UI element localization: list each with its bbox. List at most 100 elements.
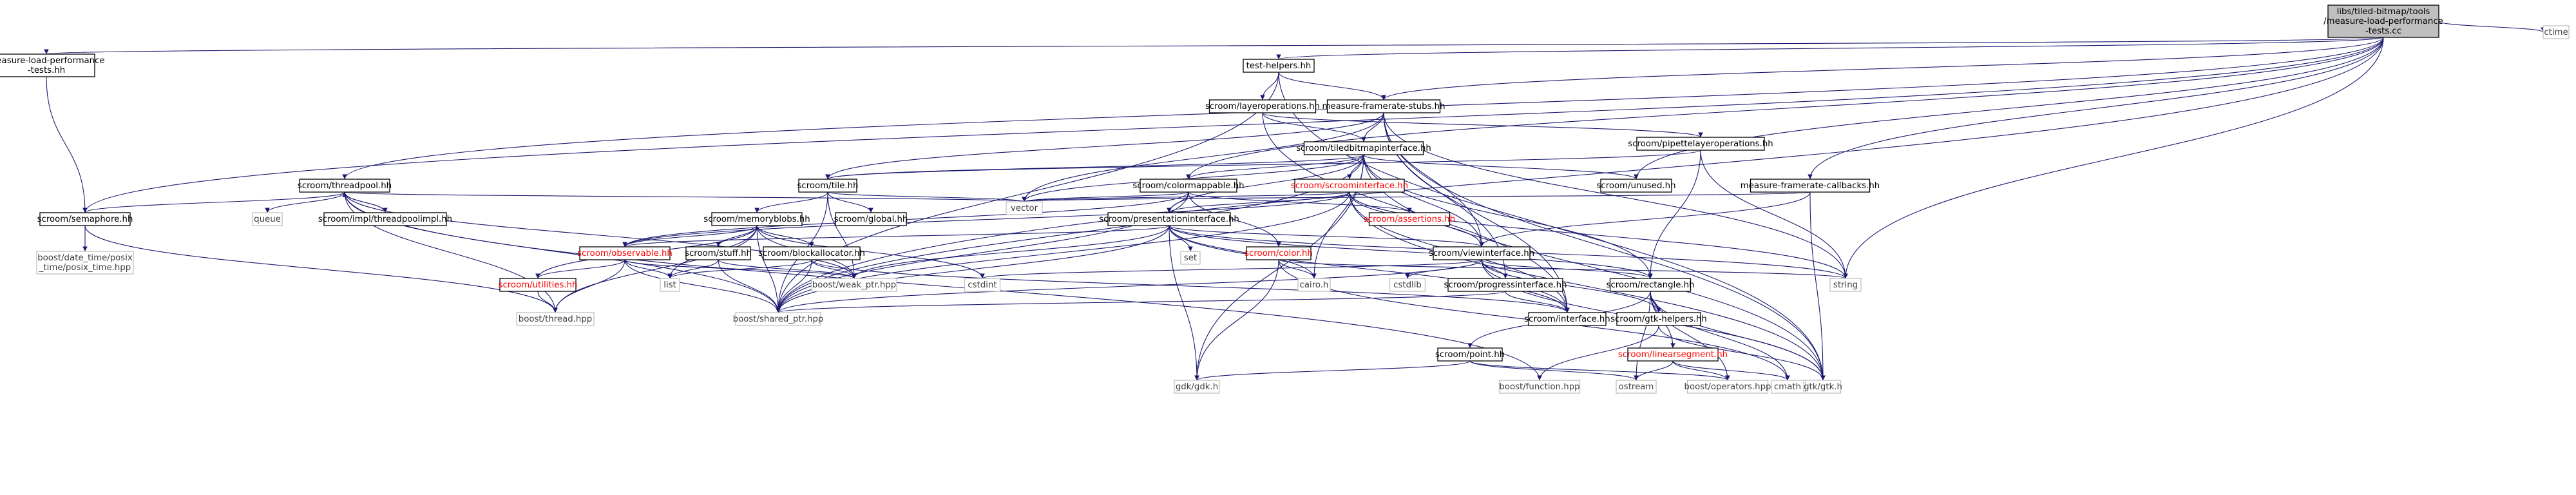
node-memoryblobs-box (711, 212, 803, 226)
edge-memoryblobs-to-thread (553, 225, 758, 313)
node-rectangle-label-0: scroom/rectangle.hh (1607, 280, 1695, 290)
edge-mlpt-to-semaphore (46, 76, 88, 213)
node-memoryblobs[interactable]: scroom/memoryblobs.hh (703, 212, 810, 226)
node-color[interactable]: scroom/color.hh (1245, 246, 1313, 260)
edge-observable-to-sharedptr (624, 259, 781, 313)
node-thread-box (516, 312, 595, 326)
edge-threadpool-to-vector (344, 191, 1026, 202)
edge-presentation-to-viewinterface (1169, 225, 1484, 248)
node-observable-label-0: scroom/observable.hh (577, 249, 673, 258)
edge-rectangle-to-gtk (1650, 291, 1826, 381)
node-unused[interactable]: scroom/unused.hh (1596, 179, 1676, 193)
node-presentation[interactable]: scroom/presentationinterface.hh (1099, 212, 1239, 226)
edge-rectangle-to-cmath (1650, 291, 1790, 381)
edge-root-to-sharedptr (776, 37, 2384, 313)
edge-viewinterface-to-sharedptr (776, 259, 1482, 313)
node-cstdlib: cstdlib (1389, 278, 1426, 292)
node-tile[interactable]: scroom/tile.hh (797, 179, 859, 193)
node-queue-label-0: queue (254, 215, 281, 224)
edge-root-to-mfs (1381, 37, 2384, 101)
node-stuff-label-0: scroom/stuff.hh (685, 249, 752, 258)
node-color-box (1246, 246, 1312, 260)
node-posix_time-label-1: _time/posix_time.hpp (39, 263, 131, 273)
node-gtkhelpers[interactable]: scroom/gtk-helpers.hh (1610, 312, 1707, 326)
node-mfc-label-0: measure-framerate-callbacks.hh (1741, 181, 1880, 191)
node-progress[interactable]: scroom/progressinterface.hh (1444, 278, 1567, 292)
node-root[interactable]: libs/tiled-bitmap/tools/measure-load-per… (2323, 5, 2443, 38)
node-layerops[interactable]: scroom/layeroperations.hh (1205, 99, 1320, 113)
node-threadpool-label-0: scroom/threadpool.hh (298, 181, 392, 191)
node-rectangle[interactable]: scroom/rectangle.hh (1607, 278, 1695, 292)
node-linearsegment[interactable]: scroom/linearsegment.hh (1618, 347, 1728, 362)
edge-rectangle-to-ostream (1634, 291, 1651, 381)
edge-tbi-to-viewinterface (1363, 154, 1484, 248)
node-mlpt[interactable]: measure-load-performance-tests.hh (0, 53, 105, 77)
node-root-label-2: -tests.cc (2365, 26, 2401, 36)
node-cstdlib-label-0: cstdlib (1393, 280, 1422, 290)
node-stuff[interactable]: scroom/stuff.hh (685, 246, 752, 260)
node-cairo-box (1297, 278, 1331, 292)
edge-scroominterface-to-observable (622, 191, 1350, 248)
node-global-box (835, 212, 907, 226)
edge-linearsegment-to-ostream (1634, 360, 1674, 381)
node-pipette[interactable]: scroom/pipettelayeroperations.hh (1628, 137, 1773, 151)
edge-tbi-to-vector (1022, 154, 1364, 202)
node-gtkhelpers-label-0: scroom/gtk-helpers.hh (1610, 315, 1707, 324)
node-mfs[interactable]: measure-framerate-stubs.hh (1322, 99, 1445, 113)
node-weakptr-box (811, 278, 897, 292)
node-colormappable[interactable]: scroom/colormappable.hh (1132, 179, 1245, 193)
edge-observable-to-thread (553, 259, 625, 313)
node-rectangle-box (1609, 278, 1692, 292)
node-vector: vector (1006, 201, 1043, 215)
node-vector-label-0: vector (1011, 204, 1038, 213)
node-point[interactable]: scroom/point.hh (1435, 347, 1505, 362)
node-string-box (1829, 278, 1862, 292)
node-semaphore[interactable]: scroom/semaphore.hh (37, 212, 133, 226)
node-assertions-label-0: scroom/assertions.hh (1364, 215, 1455, 224)
edge-tbi-to-rectangle (1363, 154, 1653, 279)
edge-blockallocator-to-sharedptr (776, 259, 812, 313)
node-ostream-label-0: ostream (1619, 382, 1654, 392)
node-utilities[interactable]: scroom/utilities.hh (499, 278, 578, 292)
node-blockallocator[interactable]: scroom/blockallocator.hh (758, 246, 865, 260)
node-scroominterface[interactable]: scroom/scroominterface.hh (1291, 179, 1408, 193)
node-threadpool[interactable]: scroom/threadpool.hh (298, 179, 392, 193)
node-colormappable-label-0: scroom/colormappable.hh (1132, 181, 1244, 191)
node-utilities-label-0: scroom/utilities.hh (499, 280, 578, 290)
node-progress-box (1447, 278, 1563, 292)
node-unused-box (1600, 179, 1672, 193)
node-mfc[interactable]: measure-framerate-callbacks.hh (1741, 179, 1880, 193)
node-queue-box (252, 212, 283, 226)
edge-colormappable-to-vector (1022, 191, 1189, 202)
node-global[interactable]: scroom/global.hh (834, 212, 908, 226)
node-pipette-box (1636, 137, 1765, 151)
edge-scroominterface-to-vector (1022, 191, 1350, 202)
node-assertions[interactable]: scroom/assertions.hh (1364, 212, 1455, 226)
node-mfc-box (1750, 179, 1871, 193)
node-set-label-0: set (1184, 253, 1197, 263)
node-root-label-0: libs/tiled-bitmap/tools (2337, 7, 2430, 17)
edge-pipette-to-rectangle (1648, 150, 1701, 279)
node-blockallocator-label-0: scroom/blockallocator.hh (758, 249, 865, 258)
node-viewinterface[interactable]: scroom/viewinterface.hh (1429, 246, 1534, 260)
node-tbi[interactable]: scroom/tiledbitmapinterface.hh (1296, 141, 1431, 155)
node-threadpoolimpl[interactable]: scroom/impl/threadpoolimpl.hh (318, 212, 452, 226)
node-presentation-label-0: scroom/presentationinterface.hh (1099, 215, 1239, 224)
node-weakptr-label-0: boost/weak_ptr.hpp (812, 280, 896, 290)
node-gtkhelpers-box (1616, 312, 1701, 326)
node-interface[interactable]: scroom/interface.hh (1524, 312, 1610, 326)
edge-threadpool-to-weakptr (344, 191, 857, 279)
node-testhelpers[interactable]: test-helpers.hh (1243, 59, 1315, 73)
node-tile-label-0: scroom/tile.hh (797, 181, 859, 191)
edge-semaphore-to-thread (84, 225, 558, 313)
node-posix_time: boost/date_time/posix_time/posix_time.hp… (36, 251, 134, 275)
edge-blockallocator-to-interface (811, 259, 1570, 313)
edge-progress-to-sharedptr (776, 291, 1506, 313)
edge-tbi-to-cairo (1312, 154, 1364, 279)
node-string: string (1829, 278, 1862, 292)
edge-viewinterface-to-cstdint (980, 259, 1482, 279)
edge-tile-to-vector (827, 191, 1027, 202)
node-linearsegment-box (1627, 347, 1719, 362)
node-observable[interactable]: scroom/observable.hh (577, 246, 673, 260)
